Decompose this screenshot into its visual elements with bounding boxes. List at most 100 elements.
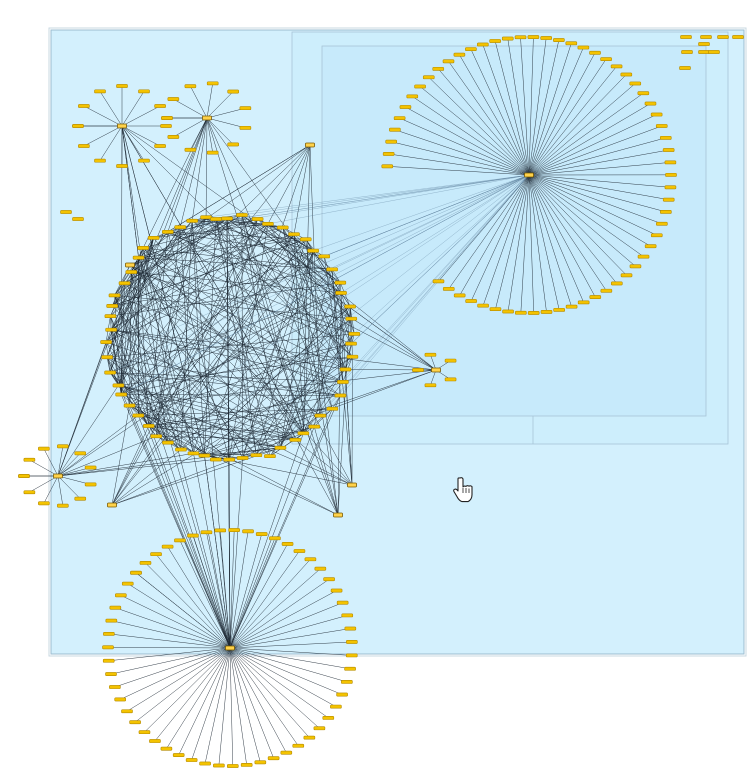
- graph-node[interactable]: [665, 172, 677, 177]
- graph-node[interactable]: [681, 50, 693, 54]
- graph-node[interactable]: [644, 101, 657, 106]
- graph-node[interactable]: [424, 383, 437, 388]
- graph-node[interactable]: [345, 653, 358, 658]
- graph-node[interactable]: [323, 577, 335, 582]
- graph-hub-node[interactable]: [431, 367, 441, 373]
- graph-node[interactable]: [57, 444, 69, 449]
- graph-node[interactable]: [337, 380, 349, 384]
- graph-node[interactable]: [206, 150, 219, 155]
- graph-node[interactable]: [160, 746, 173, 751]
- graph-node[interactable]: [304, 557, 317, 562]
- graph-node[interactable]: [276, 225, 289, 230]
- graph-node[interactable]: [167, 135, 180, 139]
- graph-node[interactable]: [236, 456, 249, 460]
- graph-node[interactable]: [600, 288, 613, 293]
- graph-node[interactable]: [162, 440, 174, 445]
- graph-node[interactable]: [221, 216, 233, 221]
- graph-node[interactable]: [142, 424, 155, 428]
- graph-node[interactable]: [297, 431, 310, 436]
- graph-node[interactable]: [121, 581, 134, 586]
- graph-node[interactable]: [137, 246, 149, 250]
- graph-node[interactable]: [610, 64, 623, 69]
- graph-hub-node[interactable]: [225, 645, 235, 651]
- graph-node[interactable]: [314, 566, 327, 571]
- graph-node[interactable]: [515, 310, 527, 315]
- graph-node[interactable]: [318, 254, 330, 259]
- graph-node[interactable]: [72, 124, 84, 128]
- graph-node[interactable]: [293, 549, 306, 553]
- graph-node[interactable]: [174, 225, 187, 230]
- graph-node[interactable]: [121, 709, 133, 714]
- graph-node[interactable]: [228, 528, 240, 532]
- graph-node[interactable]: [200, 215, 212, 220]
- graph-node[interactable]: [103, 631, 115, 636]
- graph-node[interactable]: [477, 303, 489, 308]
- graph-node[interactable]: [116, 164, 128, 168]
- graph-node[interactable]: [620, 72, 633, 77]
- inner-group-box[interactable]: [321, 45, 707, 417]
- graph-node[interactable]: [150, 552, 162, 557]
- graph-hub-node[interactable]: [305, 142, 315, 148]
- graph-node[interactable]: [242, 529, 254, 534]
- graph-node[interactable]: [330, 588, 343, 593]
- graph-node[interactable]: [125, 270, 138, 274]
- graph-node[interactable]: [115, 593, 127, 598]
- graph-node[interactable]: [94, 89, 106, 94]
- graph-node[interactable]: [262, 221, 274, 226]
- graph-node[interactable]: [700, 35, 712, 39]
- graph-node[interactable]: [339, 367, 352, 372]
- graph-node[interactable]: [130, 570, 142, 575]
- graph-node[interactable]: [132, 255, 145, 260]
- graph-node[interactable]: [650, 233, 663, 238]
- graph-node[interactable]: [414, 84, 426, 89]
- graph-node[interactable]: [104, 314, 117, 319]
- graph-hub-node[interactable]: [107, 502, 117, 508]
- graph-hub-node[interactable]: [117, 123, 127, 129]
- graph-node[interactable]: [382, 152, 395, 156]
- graph-hub-node[interactable]: [202, 115, 212, 121]
- graph-node[interactable]: [637, 254, 650, 259]
- graph-node[interactable]: [210, 217, 222, 221]
- graph-node[interactable]: [659, 135, 672, 140]
- graph-node[interactable]: [664, 185, 677, 190]
- graph-node[interactable]: [299, 237, 312, 242]
- graph-node[interactable]: [644, 244, 657, 249]
- graph-node[interactable]: [250, 453, 263, 458]
- graph-node[interactable]: [149, 739, 161, 743]
- graph-node[interactable]: [106, 304, 118, 308]
- graph-node[interactable]: [650, 112, 663, 117]
- graph-node[interactable]: [344, 626, 357, 631]
- graph-node[interactable]: [698, 50, 710, 54]
- graph-node[interactable]: [227, 142, 239, 147]
- graph-node[interactable]: [565, 304, 578, 309]
- graph-node[interactable]: [453, 293, 466, 298]
- graph-node[interactable]: [239, 125, 252, 130]
- graph-node[interactable]: [114, 697, 127, 702]
- graph-node[interactable]: [660, 209, 672, 214]
- graph-node[interactable]: [662, 197, 675, 202]
- graph-node[interactable]: [162, 229, 174, 234]
- graph-node[interactable]: [94, 158, 106, 163]
- graph-node[interactable]: [432, 66, 445, 71]
- graph-node[interactable]: [465, 299, 477, 303]
- graph-node[interactable]: [184, 84, 197, 89]
- graph-node[interactable]: [84, 482, 97, 487]
- graph-node[interactable]: [620, 273, 633, 278]
- graph-node[interactable]: [267, 756, 280, 761]
- graph-hub-node[interactable]: [333, 512, 343, 518]
- graph-node[interactable]: [274, 445, 287, 450]
- graph-node[interactable]: [348, 331, 361, 336]
- graph-node[interactable]: [160, 124, 172, 128]
- graph-node[interactable]: [105, 672, 117, 676]
- graph-node[interactable]: [112, 383, 125, 388]
- graph-node[interactable]: [389, 127, 401, 132]
- graph-node[interactable]: [78, 144, 90, 148]
- graph-node[interactable]: [346, 640, 358, 644]
- graph-node[interactable]: [341, 613, 354, 618]
- graph-node[interactable]: [314, 413, 327, 418]
- graph-node[interactable]: [84, 465, 97, 470]
- graph-node[interactable]: [187, 451, 200, 456]
- graph-node[interactable]: [453, 52, 466, 57]
- graph-node[interactable]: [72, 217, 84, 221]
- graph-node[interactable]: [611, 281, 623, 286]
